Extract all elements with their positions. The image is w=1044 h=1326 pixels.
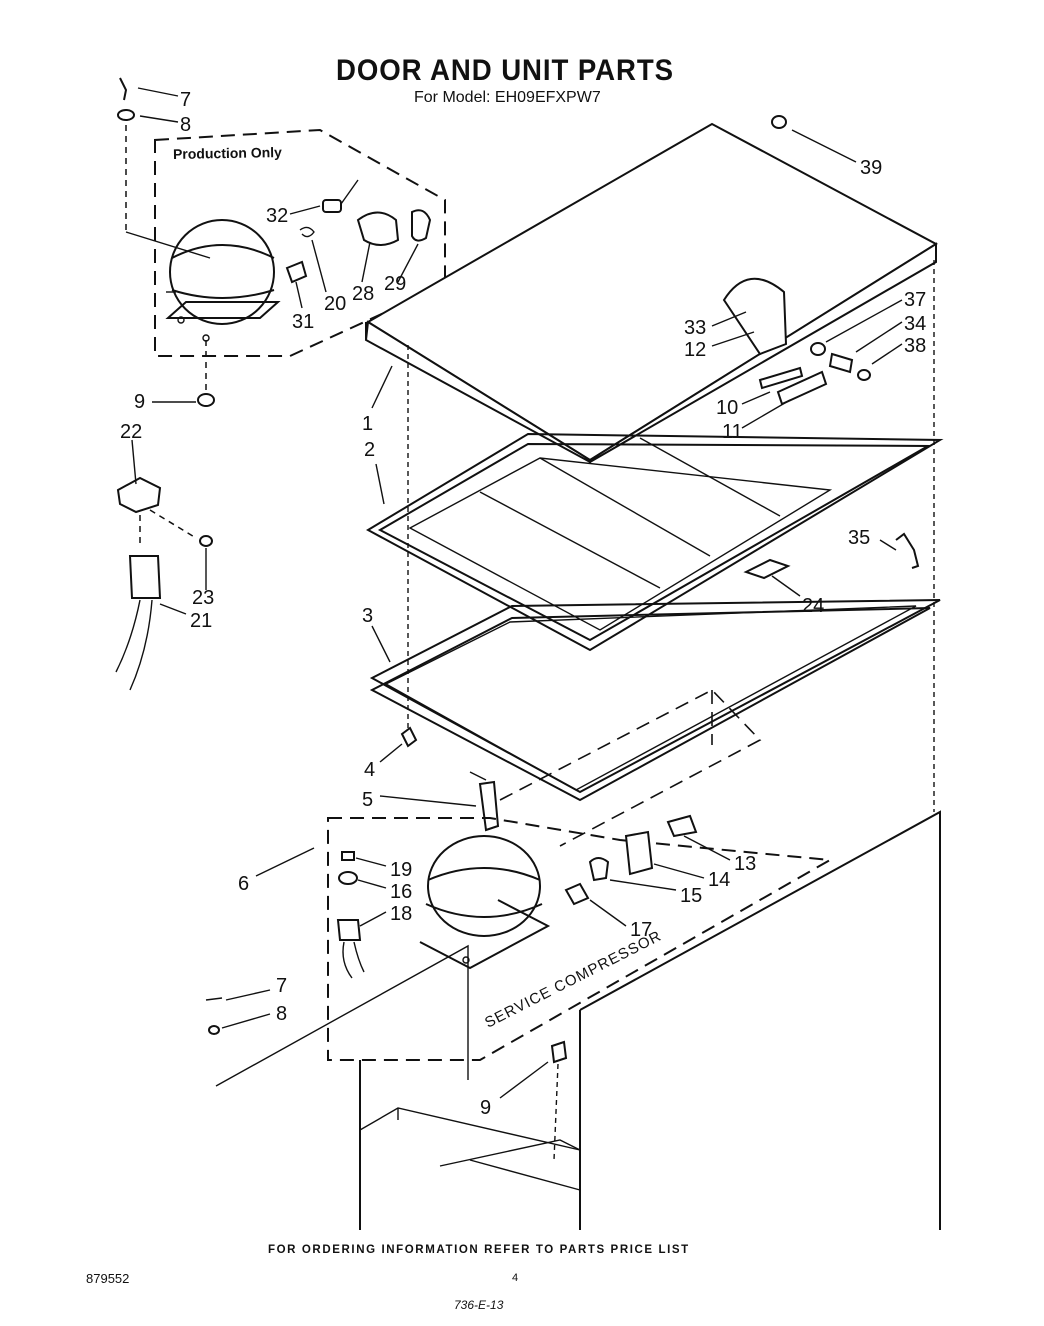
grommet-9-top xyxy=(197,393,215,407)
callout-6: 6 xyxy=(238,873,249,895)
callout-13: 13 xyxy=(734,853,756,875)
capacitor-bracket-22 xyxy=(116,476,162,514)
relay-28 xyxy=(356,211,400,246)
gasket-3 xyxy=(369,599,941,802)
callout-17: 17 xyxy=(630,919,652,941)
callout-5: 5 xyxy=(362,789,373,811)
screw-washer-7-8-bottom xyxy=(205,997,223,1035)
callout-15: 15 xyxy=(680,885,702,907)
callout-3: 3 xyxy=(362,605,373,627)
lid-assembly-1 xyxy=(364,122,938,464)
callout-23: 23 xyxy=(192,587,214,609)
callout-34: 34 xyxy=(904,313,926,335)
compressor-service xyxy=(419,835,551,970)
callout-20: 20 xyxy=(324,293,346,315)
callout-2: 2 xyxy=(364,439,375,461)
screw-7-top xyxy=(119,77,128,101)
screw-23 xyxy=(199,535,213,547)
callout-14: 14 xyxy=(708,869,730,891)
grommet-9-bottom xyxy=(550,1040,568,1161)
callout-4: 4 xyxy=(364,759,375,781)
ordering-note: FOR ORDERING INFORMATION REFER TO PARTS … xyxy=(268,1244,690,1256)
callout-11: 11 xyxy=(722,421,743,443)
hinge-parts-34-37-38 xyxy=(810,342,871,381)
cabinet-body xyxy=(359,810,941,1230)
production-only-box xyxy=(154,128,446,357)
callout-22: 22 xyxy=(120,421,142,443)
callout-7-bottom: 7 xyxy=(276,975,287,997)
callout-24: 24 xyxy=(802,595,824,617)
hinge-spring-35 xyxy=(895,532,920,569)
unit-compartment-box xyxy=(327,817,834,1061)
callout-38: 38 xyxy=(904,335,926,357)
callout-28: 28 xyxy=(352,283,374,305)
lock-10-11 xyxy=(758,366,828,406)
callout-19: 19 xyxy=(390,859,412,881)
callout-21: 21 xyxy=(190,610,212,632)
page-title: DOOR AND UNIT PARTS xyxy=(336,54,674,87)
leader-lines xyxy=(131,87,903,1099)
thermostat-5 xyxy=(469,771,500,832)
callout-numbers: 7 8 32 20 28 29 31 9 22 23 21 39 37 34 3… xyxy=(120,89,926,1119)
door-liner-2 xyxy=(365,432,944,652)
callout-35: 35 xyxy=(848,527,870,549)
screw-39 xyxy=(771,115,787,129)
callout-1: 1 xyxy=(362,413,373,435)
callout-16: 16 xyxy=(390,881,412,903)
handwritten-code: 736-E-13 xyxy=(454,1298,504,1312)
callout-7-top: 7 xyxy=(180,89,191,111)
capacitor-21 xyxy=(115,555,162,691)
callout-9-top: 9 xyxy=(134,391,145,413)
callout-37: 37 xyxy=(904,289,926,311)
label-24 xyxy=(743,558,791,580)
callout-10: 10 xyxy=(716,397,738,419)
model-subtitle: For Model: EH09EFXPW7 xyxy=(414,89,601,106)
terminal-cover-32 xyxy=(322,179,359,213)
wire-20 xyxy=(299,226,315,238)
callout-8-top: 8 xyxy=(180,114,191,136)
callout-29: 29 xyxy=(384,273,406,295)
overload-protector-31 xyxy=(285,260,308,284)
callout-12: 12 xyxy=(684,339,706,361)
callout-8-bottom: 8 xyxy=(276,1003,287,1025)
page-number: 4 xyxy=(512,1272,519,1284)
document-number: 879552 xyxy=(86,1271,130,1286)
callout-9-bottom: 9 xyxy=(480,1097,491,1119)
callout-32: 32 xyxy=(266,205,288,227)
compressor-production xyxy=(165,219,281,342)
callout-39: 39 xyxy=(860,157,882,179)
callout-18: 18 xyxy=(390,903,412,925)
callout-33: 33 xyxy=(684,317,706,339)
callout-31: 31 xyxy=(292,311,314,333)
hinge-33 xyxy=(722,277,788,356)
screw-4 xyxy=(400,726,418,748)
unit-small-parts xyxy=(336,814,698,979)
clip-29 xyxy=(411,209,432,242)
washer-8-top xyxy=(117,109,135,121)
